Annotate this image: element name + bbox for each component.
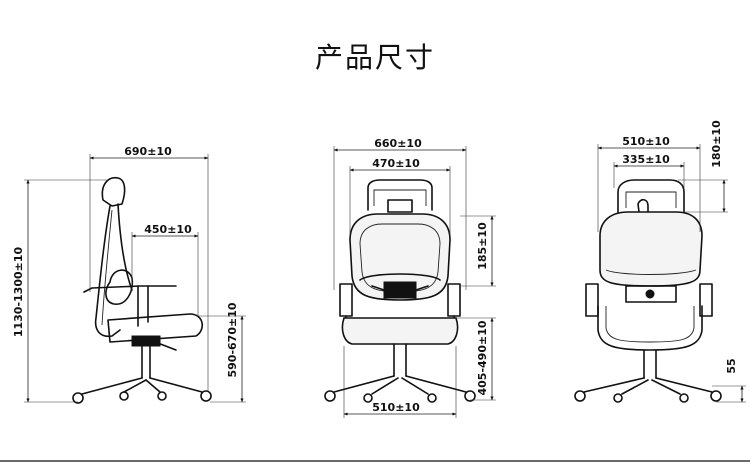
front-width-label: 660±10: [374, 137, 422, 150]
page-title: 产品尺寸: [314, 41, 435, 74]
side-height-label: 1130-1300±10: [12, 246, 25, 337]
front-view-chair: [324, 179, 476, 403]
back-headrest-adjust-label: 180±10: [710, 120, 723, 168]
back-width-label: 510±10: [622, 135, 670, 148]
side-seat-depth-label: 450±10: [144, 223, 192, 236]
front-seat-width-label: 510±10: [372, 401, 420, 414]
side-view-chair: [72, 176, 212, 404]
back-dimensions: 510±10 335±10 180±10 55: [597, 120, 746, 403]
back-view-chair: [574, 179, 722, 403]
back-headrest-width-label: 335±10: [622, 153, 670, 166]
front-back-width-label: 470±10: [372, 157, 420, 170]
side-seat-height-label: 590-670±10: [226, 302, 239, 377]
side-dimensions: 690±10 450±10 1130-1300±10 590-670±10: [12, 145, 246, 403]
front-seat-height-label: 405-490±10: [476, 320, 489, 395]
front-dimensions: 660±10 470±10 185±10 405-490±10 510±10: [333, 137, 496, 418]
back-clearance-label: 55: [725, 358, 738, 373]
front-armrest-label: 185±10: [476, 222, 489, 270]
side-depth-label: 690±10: [124, 145, 172, 158]
